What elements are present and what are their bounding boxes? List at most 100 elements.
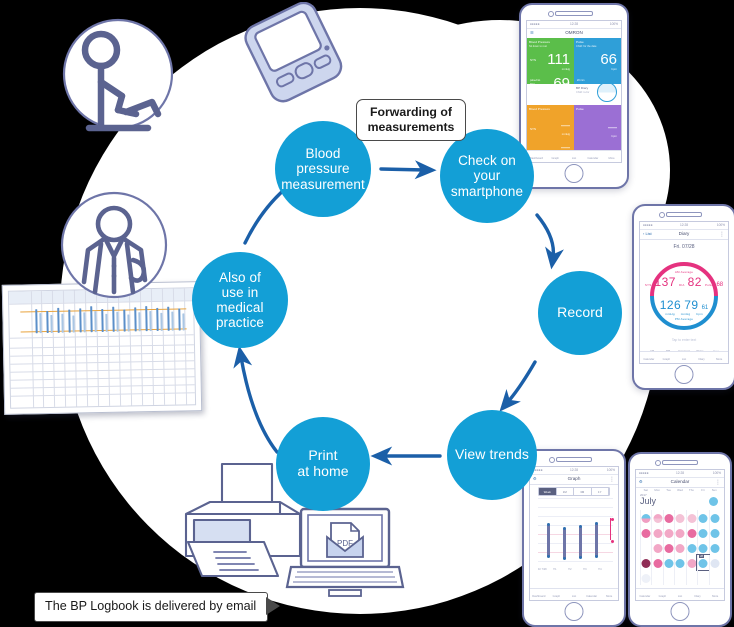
overflow-icon[interactable]: ⋮ bbox=[719, 231, 725, 238]
tab-dashboard[interactable]: Dashboard bbox=[529, 157, 543, 160]
status-carrier: ●●●●● bbox=[530, 22, 540, 27]
calendar-week[interactable] bbox=[640, 525, 720, 540]
calendar-week[interactable]: 28 bbox=[640, 554, 720, 571]
tab-list[interactable]: List bbox=[677, 595, 683, 598]
am-sys: 137 bbox=[654, 275, 676, 289]
tab-bar[interactable]: Calendar Graph List Diary More bbox=[640, 351, 728, 363]
calendar-grid[interactable]: Sat Mon Tue Wed Thu Fri Sun 2017 July bbox=[640, 488, 720, 588]
segment-1m[interactable]: 1M bbox=[557, 488, 574, 495]
tab-more[interactable]: More bbox=[608, 157, 615, 160]
phone-diary[interactable]: ●●●●● 12:28 100% ‹ List Diary ⋮ Fri. 07/… bbox=[632, 204, 734, 390]
tab-graph[interactable]: Graph bbox=[552, 595, 561, 598]
nav-title: Calendar bbox=[670, 479, 690, 485]
node-also-of-use-in-medical-practice[interactable]: Also of use in medical practice bbox=[192, 252, 288, 348]
tab-list[interactable]: List bbox=[571, 157, 577, 160]
tab-diary[interactable]: Diary bbox=[698, 358, 705, 361]
back-button[interactable]: ‹ List bbox=[643, 231, 652, 237]
node-print-at-home[interactable]: Print at home bbox=[276, 417, 370, 511]
nav-bar: ‹ List Diary ⋮ bbox=[640, 229, 728, 240]
tab-graph[interactable]: Graph bbox=[662, 358, 671, 361]
segment-1y[interactable]: 1Y bbox=[592, 488, 609, 495]
dia-value: — bbox=[561, 142, 570, 151]
node-view-trends[interactable]: View trends bbox=[447, 410, 537, 500]
node-line: smartphone bbox=[450, 183, 524, 199]
tab-more[interactable]: More bbox=[716, 358, 723, 361]
bp-average-ring: AM Average SYS 137 DIA 82 Pulse 68 126 7… bbox=[645, 262, 723, 330]
am-sys-label: SYS bbox=[644, 283, 652, 287]
calendar-week[interactable] bbox=[640, 510, 720, 525]
tile-title: BP Diary bbox=[576, 85, 589, 90]
node-line: measurement bbox=[281, 176, 365, 192]
segment-week[interactable]: Week bbox=[539, 488, 557, 495]
home-button[interactable] bbox=[670, 602, 690, 621]
node-blood-pressure-measurement[interactable]: Blood pressure measurement bbox=[275, 121, 371, 217]
tab-graph[interactable]: Graph bbox=[551, 157, 559, 160]
node-check-on-your-smartphone[interactable]: Check on your smartphone bbox=[440, 129, 534, 223]
overflow-icon[interactable]: ⋮ bbox=[609, 476, 615, 483]
node-record[interactable]: Record bbox=[538, 271, 622, 355]
tab-calendar[interactable]: Calendar bbox=[586, 595, 598, 598]
tab-bar[interactable]: Calendar Graph List Diary More bbox=[636, 588, 724, 600]
overflow-icon[interactable]: ⋮ bbox=[715, 479, 721, 486]
tab-dashboard[interactable]: Dashboard bbox=[532, 595, 546, 598]
tab-bar[interactable]: Dashboard Graph List Calendar More bbox=[527, 150, 621, 162]
bp-monitor-icon bbox=[244, 2, 343, 103]
day-pill[interactable] bbox=[709, 496, 718, 506]
pm-sys-unit: mmHg bbox=[665, 312, 675, 316]
am-dia: 82 bbox=[687, 275, 702, 289]
sys-label: SYS bbox=[530, 58, 537, 62]
phone-dashboard[interactable]: ●●●●● 12:28 100% ☰ OMRON Blood Pressure … bbox=[519, 3, 629, 189]
phone-speaker bbox=[655, 460, 698, 466]
tab-calendar[interactable]: Calendar bbox=[639, 595, 651, 598]
status-bar: ●●●●● 12:28 100% bbox=[527, 21, 621, 29]
settings-icon[interactable]: ⚙ bbox=[533, 476, 537, 482]
tab-graph[interactable]: Graph bbox=[658, 595, 667, 598]
status-battery: 100% bbox=[606, 468, 615, 473]
dia-label: DIA bbox=[530, 82, 535, 84]
tab-list[interactable]: List bbox=[681, 358, 687, 361]
tab-more[interactable]: More bbox=[712, 595, 719, 598]
home-button[interactable] bbox=[564, 602, 584, 621]
tab-list[interactable]: List bbox=[571, 595, 577, 598]
tile-subtitle: Child: for the date bbox=[576, 45, 597, 48]
status-battery: 100% bbox=[712, 471, 721, 476]
diary-gauge bbox=[597, 83, 617, 103]
phone-speaker bbox=[659, 212, 702, 218]
settings-icon[interactable]: ⚙ bbox=[639, 479, 643, 485]
sys-unit: mmHg bbox=[561, 132, 570, 137]
segment-3m[interactable]: 3M bbox=[574, 488, 592, 495]
node-line: Blood bbox=[305, 146, 341, 162]
calendar-week[interactable] bbox=[640, 570, 720, 585]
tab-diary[interactable]: Diary bbox=[694, 595, 701, 598]
callout-tail bbox=[266, 597, 280, 615]
status-time: 12:28 bbox=[570, 22, 578, 27]
sys-value: — bbox=[561, 120, 570, 131]
node-line: medical bbox=[216, 300, 264, 315]
day-header-row: Sat Mon Tue Wed Thu Fri Sun bbox=[640, 488, 720, 492]
status-time: 12:28 bbox=[676, 471, 684, 476]
diary-date: Fri. 07/28 bbox=[673, 244, 695, 250]
home-button[interactable] bbox=[564, 164, 584, 183]
menu-icon[interactable]: ☰ bbox=[530, 30, 534, 36]
dow-mon: Mon bbox=[654, 488, 660, 492]
calendar-week[interactable] bbox=[640, 540, 720, 555]
phone-calendar[interactable]: ●●●●● 12:28 100% ⚙ Calendar ⋮ Sat Mon Tu… bbox=[628, 452, 732, 627]
tab-calendar[interactable]: Calendar bbox=[587, 157, 599, 160]
tab-calendar[interactable]: Calendar bbox=[643, 358, 655, 361]
node-line: Check on your bbox=[458, 153, 516, 184]
tile-bp-diary[interactable]: BP Diary Child: to-for bbox=[574, 83, 621, 106]
phone-graph[interactable]: ●●●●● 12:28 100% ⚙ Graph ⋮ Week 1M 3M 1Y bbox=[522, 449, 626, 627]
tab-bar[interactable]: Dashboard Graph List Calendar More bbox=[530, 588, 618, 600]
tile-pulse[interactable]: Pulse Child: for the date 66 bpm 20 mm bbox=[574, 38, 621, 84]
x-label-3: 7/3 bbox=[583, 568, 587, 571]
tab-more[interactable]: More bbox=[606, 595, 613, 598]
pulse-value: — bbox=[608, 122, 617, 133]
bp-trend-chart bbox=[538, 498, 615, 566]
home-button[interactable] bbox=[674, 365, 694, 384]
tile-blood-pressure[interactable]: Blood Pressure Sit down to rest SYS 111 … bbox=[527, 38, 574, 84]
note-placeholder[interactable]: Tap to enter text bbox=[671, 338, 697, 342]
tile-pulse-empty[interactable]: Pulse — bpm bbox=[574, 105, 621, 151]
tile-blood-pressure-empty[interactable]: Blood Pressure SYS — mmHg DIA — mmHg bbox=[527, 105, 574, 151]
range-segmented-control[interactable]: Week 1M 3M 1Y bbox=[538, 487, 610, 496]
status-time: 12:28 bbox=[680, 223, 688, 228]
